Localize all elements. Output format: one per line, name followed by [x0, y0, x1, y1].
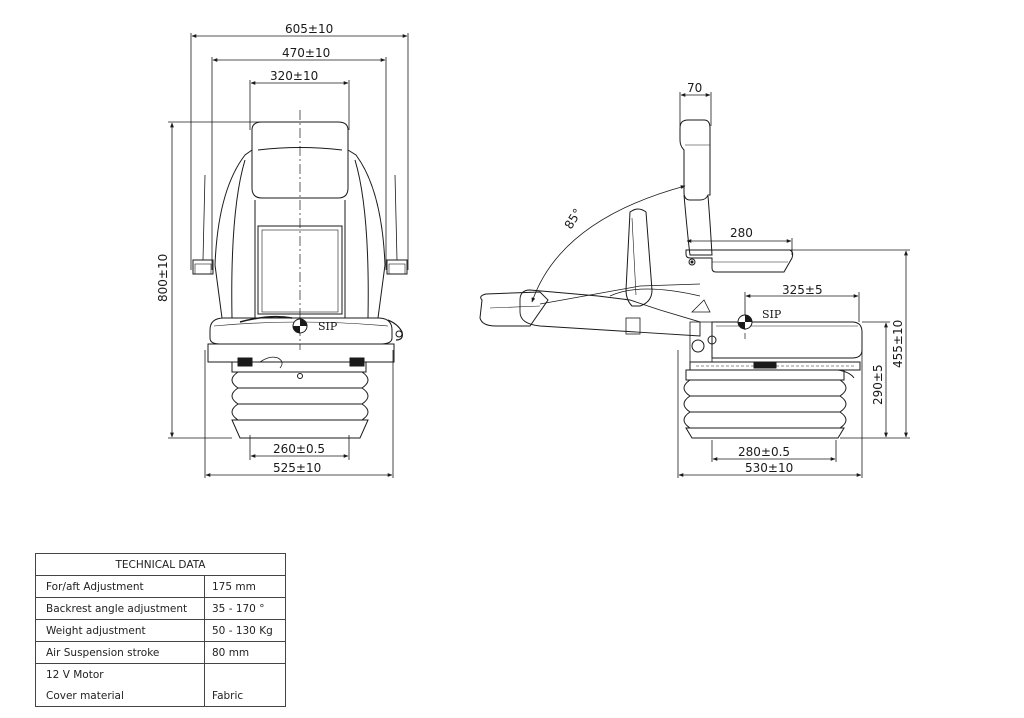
row-label: Weight adjustment [35, 619, 205, 642]
front-sip-label: SIP [318, 320, 338, 333]
row-label: Air Suspension stroke [35, 641, 205, 664]
technical-data-table: TECHNICAL DATA For/aft Adjustment 175 mm… [35, 553, 286, 707]
dim-side-85-angle: 85° [562, 206, 585, 231]
technical-data-title: TECHNICAL DATA [35, 553, 286, 576]
dim-front-605: 605±10 [285, 22, 333, 36]
side-sip-label: SIP [762, 308, 782, 321]
table-row: Backrest angle adjustment 35 - 170 ° [35, 597, 286, 620]
row-label: For/aft Adjustment [35, 575, 205, 598]
row-value [204, 663, 286, 685]
dim-side-280-base: 280±0.5 [738, 445, 790, 459]
row-label: 12 V Motor [35, 663, 205, 685]
front-view [168, 33, 409, 478]
dim-side-280: 280 [730, 226, 753, 240]
row-label: Backrest angle adjustment [35, 597, 205, 620]
side-view [479, 92, 910, 478]
table-row: Cover material Fabric [35, 685, 286, 707]
row-value: 35 - 170 ° [204, 597, 286, 620]
dim-side-70: 70 [687, 81, 702, 95]
dim-front-470: 470±10 [282, 46, 330, 60]
table-row: For/aft Adjustment 175 mm [35, 575, 286, 598]
row-label: Cover material [35, 685, 205, 707]
dim-side-455: 455±10 [891, 320, 905, 368]
side-sip-marker [737, 314, 753, 330]
row-value: 50 - 130 Kg [204, 619, 286, 642]
dim-side-290: 290±5 [871, 364, 885, 405]
dim-front-260: 260±0.5 [273, 442, 325, 456]
table-row: Weight adjustment 50 - 130 Kg [35, 619, 286, 642]
row-value: 175 mm [204, 575, 286, 598]
table-row: Air Suspension stroke 80 mm [35, 641, 286, 664]
front-sip-marker [292, 318, 308, 334]
row-value: Fabric [204, 685, 286, 707]
dim-front-800: 800±10 [156, 254, 170, 302]
dim-side-530: 530±10 [745, 461, 793, 475]
row-value: 80 mm [204, 641, 286, 664]
dim-side-325: 325±5 [782, 283, 823, 297]
table-row: 12 V Motor [35, 663, 286, 685]
dim-front-525: 525±10 [273, 461, 321, 475]
dim-front-320: 320±10 [270, 69, 318, 83]
